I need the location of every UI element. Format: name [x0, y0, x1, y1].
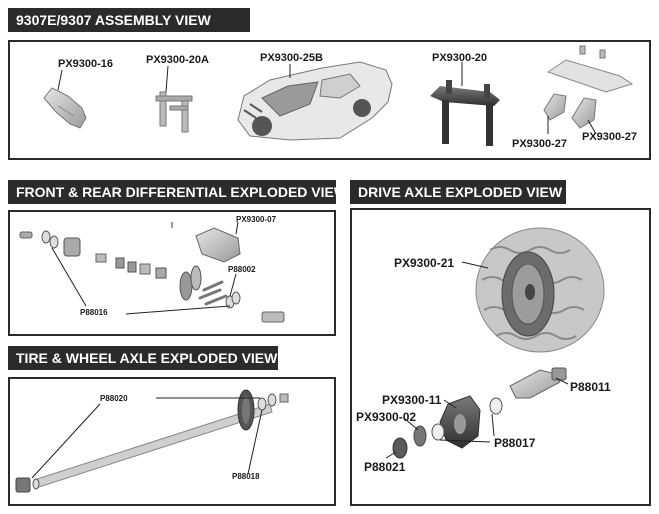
- label-drive-cup: P88011: [570, 380, 611, 394]
- label-body-mount: PX9300-20: [432, 52, 488, 64]
- differential-illustration: [19, 221, 285, 323]
- differential-view-header: FRONT & REAR DIFFERENTIAL EXPLODED VIEW: [8, 180, 347, 204]
- label-diff-case: PX9300-07: [236, 215, 277, 224]
- body-mount-illustration: [430, 62, 500, 146]
- label-wing-mount-right: PX9300-27: [582, 131, 638, 143]
- label-body-shell: PX9300-25B: [260, 52, 323, 64]
- label-tire: PX9300-21: [394, 256, 455, 270]
- label-hub-carrier: PX9300-11: [382, 393, 442, 407]
- label-bumper: PX9300-16: [58, 58, 114, 70]
- label-diff-pins: P88002: [228, 265, 256, 274]
- label-diff-bearings: P88016: [80, 308, 108, 317]
- tire-illustration: [461, 227, 605, 353]
- label-bearing: P88017: [494, 436, 536, 450]
- label-axle-bearing-a: P88020: [100, 394, 128, 403]
- body-shell-illustration: [237, 61, 393, 141]
- drive-axle-parts-illustration: [385, 367, 569, 459]
- label-hex: PX9300-02: [356, 410, 417, 424]
- assembly-view-header: 9307E/9307 ASSEMBLY VIEW: [8, 8, 250, 32]
- body-post-illustration: [155, 65, 193, 133]
- label-axle-bearing-b: P88018: [232, 472, 260, 481]
- tire-wheel-axle-illustration: [15, 389, 289, 493]
- wing-illustration: [543, 45, 634, 135]
- differential-panel: [8, 210, 336, 336]
- label-body-post: PX9300-20A: [146, 54, 209, 66]
- label-nut: P88021: [364, 460, 406, 474]
- drive-axle-view-header: DRIVE AXLE EXPLODED VIEW: [350, 180, 566, 204]
- bumper-illustration: [43, 69, 87, 129]
- label-wing-mount-left: PX9300-27: [512, 138, 568, 150]
- tire-wheel-view-header: TIRE & WHEEL AXLE EXPLODED VIEW: [8, 346, 278, 370]
